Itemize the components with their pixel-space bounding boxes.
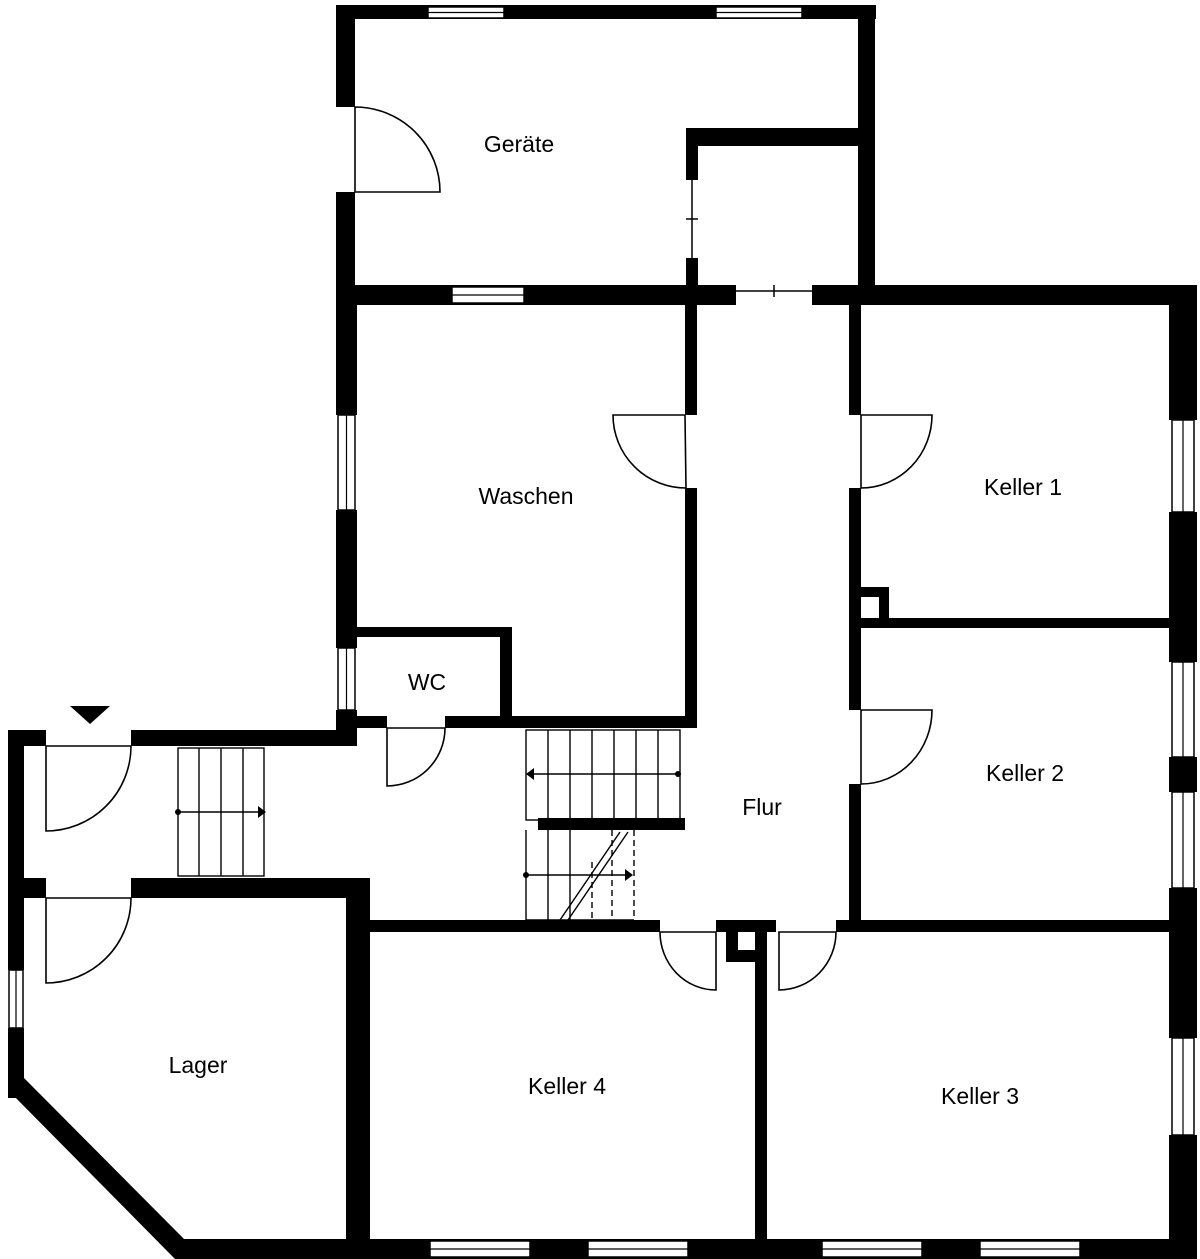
entrance-arrow-icon [70,706,110,724]
label-keller-4: Keller 4 [528,1073,606,1099]
stairs-entrance [175,747,266,877]
label-keller-2: Keller 2 [986,760,1064,786]
label-keller-3: Keller 3 [941,1083,1019,1109]
label-keller-1: Keller 1 [984,474,1062,500]
windows [8,6,1195,1258]
label-flur: Flur [742,794,782,820]
room-labels: Geräte Waschen WC Keller 1 Keller 2 Flur… [169,131,1064,1109]
walls [8,5,1197,1259]
label-wc: WC [408,669,446,695]
sliding-doors [686,180,812,297]
label-geraete: Geräte [484,131,554,157]
doors [45,106,933,991]
label-lager: Lager [169,1052,228,1078]
stairs-main [523,729,685,921]
label-waschen: Waschen [478,483,573,509]
